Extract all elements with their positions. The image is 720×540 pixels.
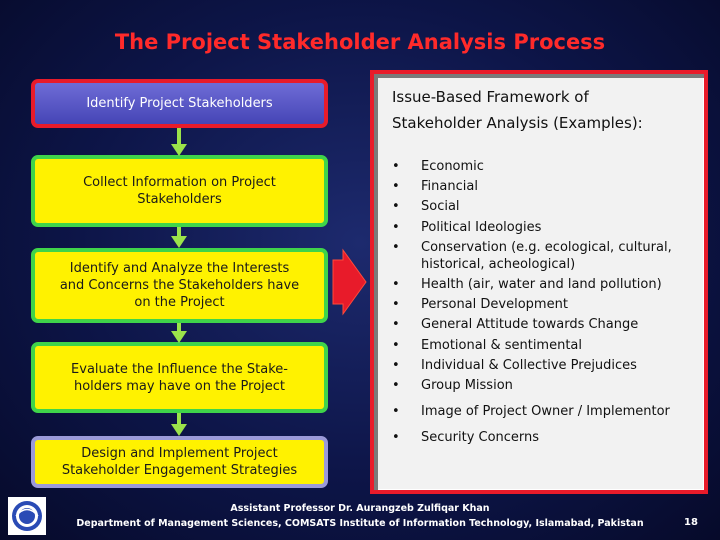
down-arrow-icon bbox=[171, 413, 187, 436]
down-arrow-icon bbox=[171, 227, 187, 248]
issue-item: Economic bbox=[390, 158, 700, 175]
footer-author: Assistant Professor Dr. Aurangzeb Zulfiq… bbox=[230, 503, 490, 514]
panel-heading: Issue-Based Framework of Stakeholder Ana… bbox=[392, 84, 698, 136]
issue-item: Individual & Collective Prejudices bbox=[390, 357, 700, 374]
footer-institution: Department of Management Sciences, COMSA… bbox=[76, 518, 644, 529]
slide-title: The Project Stakeholder Analysis Process bbox=[114, 30, 606, 54]
issue-item: Conservation (e.g. ecological, cultural,… bbox=[390, 239, 700, 273]
step-label: Identify and Analyze the Interests and C… bbox=[59, 261, 300, 310]
step-evaluate-influence: Evaluate the Influence the Stake-holders… bbox=[31, 342, 328, 413]
page-number: 18 bbox=[684, 517, 698, 528]
step-label: Collect Information on Project Stakehold… bbox=[83, 175, 276, 207]
step-analyze-interests: Identify and Analyze the Interests and C… bbox=[31, 248, 328, 323]
right-arrow-icon bbox=[332, 248, 367, 316]
step-label: Evaluate the Influence the Stake-holders… bbox=[71, 361, 288, 394]
issue-item: Political Ideologies bbox=[390, 219, 700, 236]
step-label: Design and Implement Project Stakeholder… bbox=[61, 446, 298, 478]
panel-heading-line: Stakeholder Analysis (Examples): bbox=[392, 114, 643, 132]
step-label: Identify Project Stakeholders bbox=[86, 96, 273, 111]
panel-heading-line: Issue-Based Framework of bbox=[392, 88, 589, 106]
comsats-logo bbox=[8, 497, 46, 535]
step-collect-information: Collect Information on Project Stakehold… bbox=[31, 155, 328, 227]
issue-item: General Attitude towards Change bbox=[390, 316, 700, 333]
issue-item: Health (air, water and land pollution) bbox=[390, 276, 700, 293]
issue-item: Group Mission bbox=[390, 377, 700, 394]
footer: Assistant Professor Dr. Aurangzeb Zulfiq… bbox=[0, 501, 720, 531]
issue-item: Image of Project Owner / Implementor bbox=[390, 403, 700, 420]
issue-framework-panel: Issue-Based Framework of Stakeholder Ana… bbox=[370, 70, 708, 494]
issue-item: Security Concerns bbox=[390, 429, 700, 446]
down-arrow-icon bbox=[171, 128, 187, 156]
issue-list: Economic Financial Social Political Ideo… bbox=[390, 158, 700, 449]
issue-item: Social bbox=[390, 198, 700, 215]
issue-item: Emotional & sentimental bbox=[390, 337, 700, 354]
step-design-engagement: Design and Implement Project Stakeholder… bbox=[31, 436, 328, 488]
step-identify-stakeholders: Identify Project Stakeholders bbox=[31, 79, 328, 128]
issue-item: Personal Development bbox=[390, 296, 700, 313]
issue-item: Financial bbox=[390, 178, 700, 195]
down-arrow-icon bbox=[171, 323, 187, 343]
